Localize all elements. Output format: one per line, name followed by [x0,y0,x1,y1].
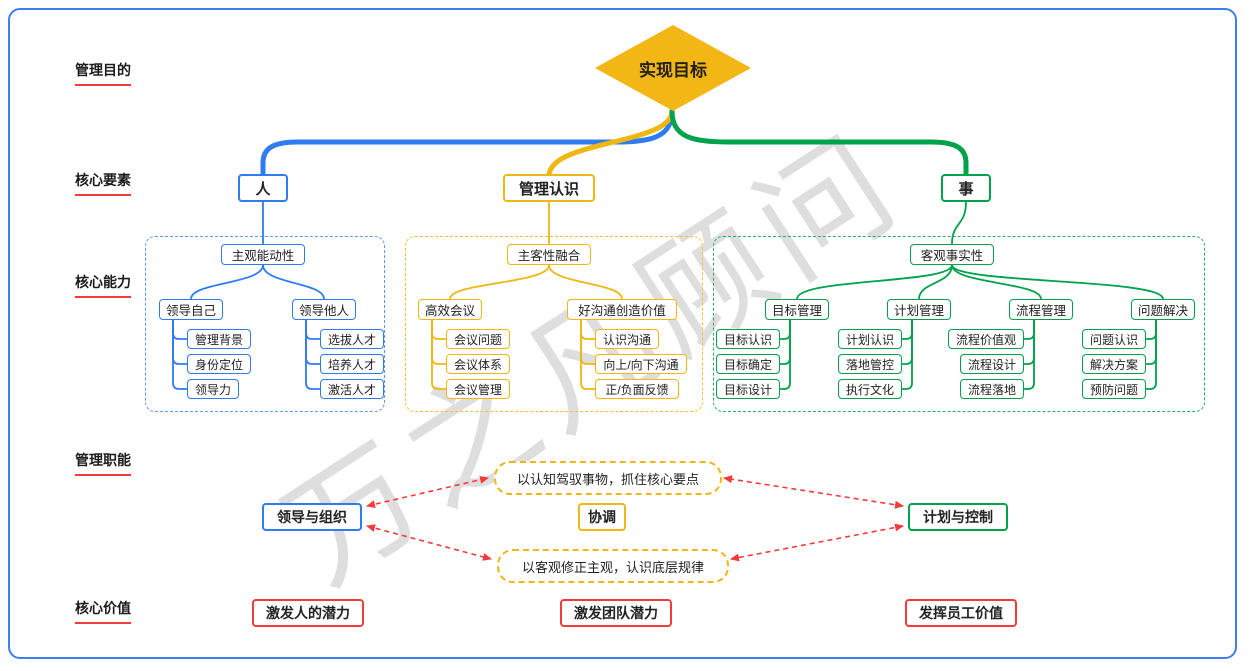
principle-top-pill: 以认知驾驭事物，抓住核心要点 [494,461,722,495]
canvas-border [8,8,1237,659]
row-label-abilities: 核心能力 [75,272,131,298]
people-ability-zone [145,236,385,412]
row-label-elements: 核心要素 [75,170,131,196]
leaf-node: 选拔人才 [320,329,384,349]
leaf-node: 流程价值观 [948,329,1024,349]
branch-people-node: 人 [238,174,288,202]
row-label-values: 核心价值 [75,598,131,624]
leaf-node: 会议体系 [446,354,510,374]
leaf-node: 问题认识 [1082,329,1146,349]
group-problem-solving: 问题解决 [1131,299,1195,320]
function-lead-organize: 领导与组织 [262,503,362,531]
group-process-mgmt: 流程管理 [1009,299,1073,320]
cognition-ability-zone [405,236,703,412]
leaf-node: 认识沟通 [595,329,659,349]
leaf-node: 领导力 [187,379,239,399]
group-lead-self: 领导自己 [159,299,223,320]
leaf-node: 向上/向下沟通 [595,354,687,374]
value-team-potential: 激发团队潜力 [560,599,672,627]
leaf-node: 身份定位 [187,354,251,374]
leaf-node: 预防问题 [1082,379,1146,399]
matters-ability-zone [713,236,1205,412]
row-label-purpose: 管理目的 [75,60,131,86]
leaf-node: 解决方案 [1082,354,1146,374]
leaf-node: 落地管控 [838,354,902,374]
value-people-potential: 激发人的潜力 [252,599,364,627]
row-label-functions: 管理职能 [75,450,131,476]
leaf-node: 目标确定 [716,354,780,374]
principle-bottom-pill: 以客观修正主观，认识底层规律 [497,549,729,583]
group-goal-mgmt: 目标管理 [765,299,829,320]
leaf-node: 会议管理 [446,379,510,399]
function-coordinate: 协调 [578,503,626,531]
leaf-node: 培养人才 [320,354,384,374]
group-lead-others: 领导他人 [292,299,356,320]
leaf-node: 会议问题 [446,329,510,349]
branch-cognition-node: 管理认识 [503,174,595,202]
leaf-node: 流程设计 [960,354,1024,374]
leaf-node: 流程落地 [960,379,1024,399]
leaf-node: 目标设计 [716,379,780,399]
cognition-header-node: 主客性融合 [507,244,591,265]
people-header-node: 主观能动性 [221,244,305,265]
leaf-node: 计划认识 [838,329,902,349]
function-plan-control: 计划与控制 [908,503,1008,531]
leaf-node: 管理背景 [187,329,251,349]
group-communication: 好沟通创造价值 [567,299,677,320]
branch-matters-node: 事 [941,174,991,202]
leaf-node: 正/负面反馈 [595,379,679,399]
group-meetings: 高效会议 [418,299,482,320]
group-plan-mgmt: 计划管理 [887,299,951,320]
leaf-node: 激活人才 [320,379,384,399]
value-staff-value: 发挥员工价值 [905,599,1017,627]
leaf-node: 目标认识 [716,329,780,349]
matters-header-node: 客观事实性 [910,244,994,265]
leaf-node: 执行文化 [838,379,902,399]
